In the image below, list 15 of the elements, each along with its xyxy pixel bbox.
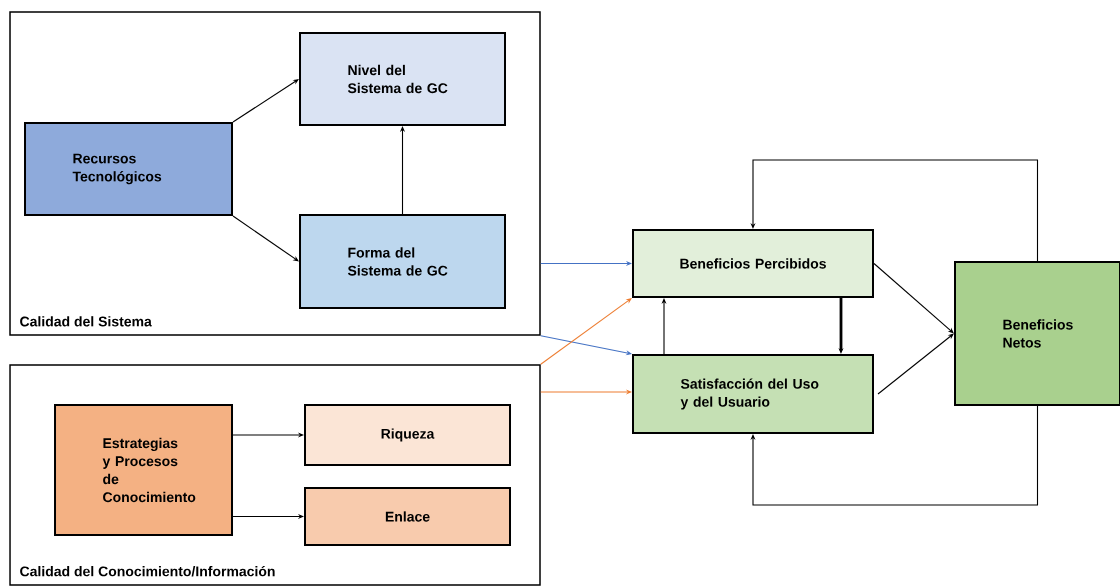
arrow <box>750 405 1039 506</box>
arrow <box>873 262 954 334</box>
arrow <box>540 298 632 365</box>
process-box: Recursos Tecnológicos <box>24 122 233 216</box>
process-box: Beneficios Percibidos <box>632 229 874 298</box>
arrow <box>877 333 954 395</box>
process-box: Nivel del Sistema de GC <box>299 32 506 126</box>
process-box: Enlace <box>304 487 511 546</box>
process-box: Riqueza <box>304 404 511 466</box>
process-box: Forma del Sistema de GC <box>299 214 506 309</box>
process-box: Beneficios Netos <box>954 261 1120 406</box>
process-box: Satisfacción del Uso y del Usuario <box>632 354 874 434</box>
process-box: Estrategias y Procesos de Conocimiento <box>54 404 233 536</box>
arrow <box>232 215 299 262</box>
arrow <box>232 79 299 123</box>
